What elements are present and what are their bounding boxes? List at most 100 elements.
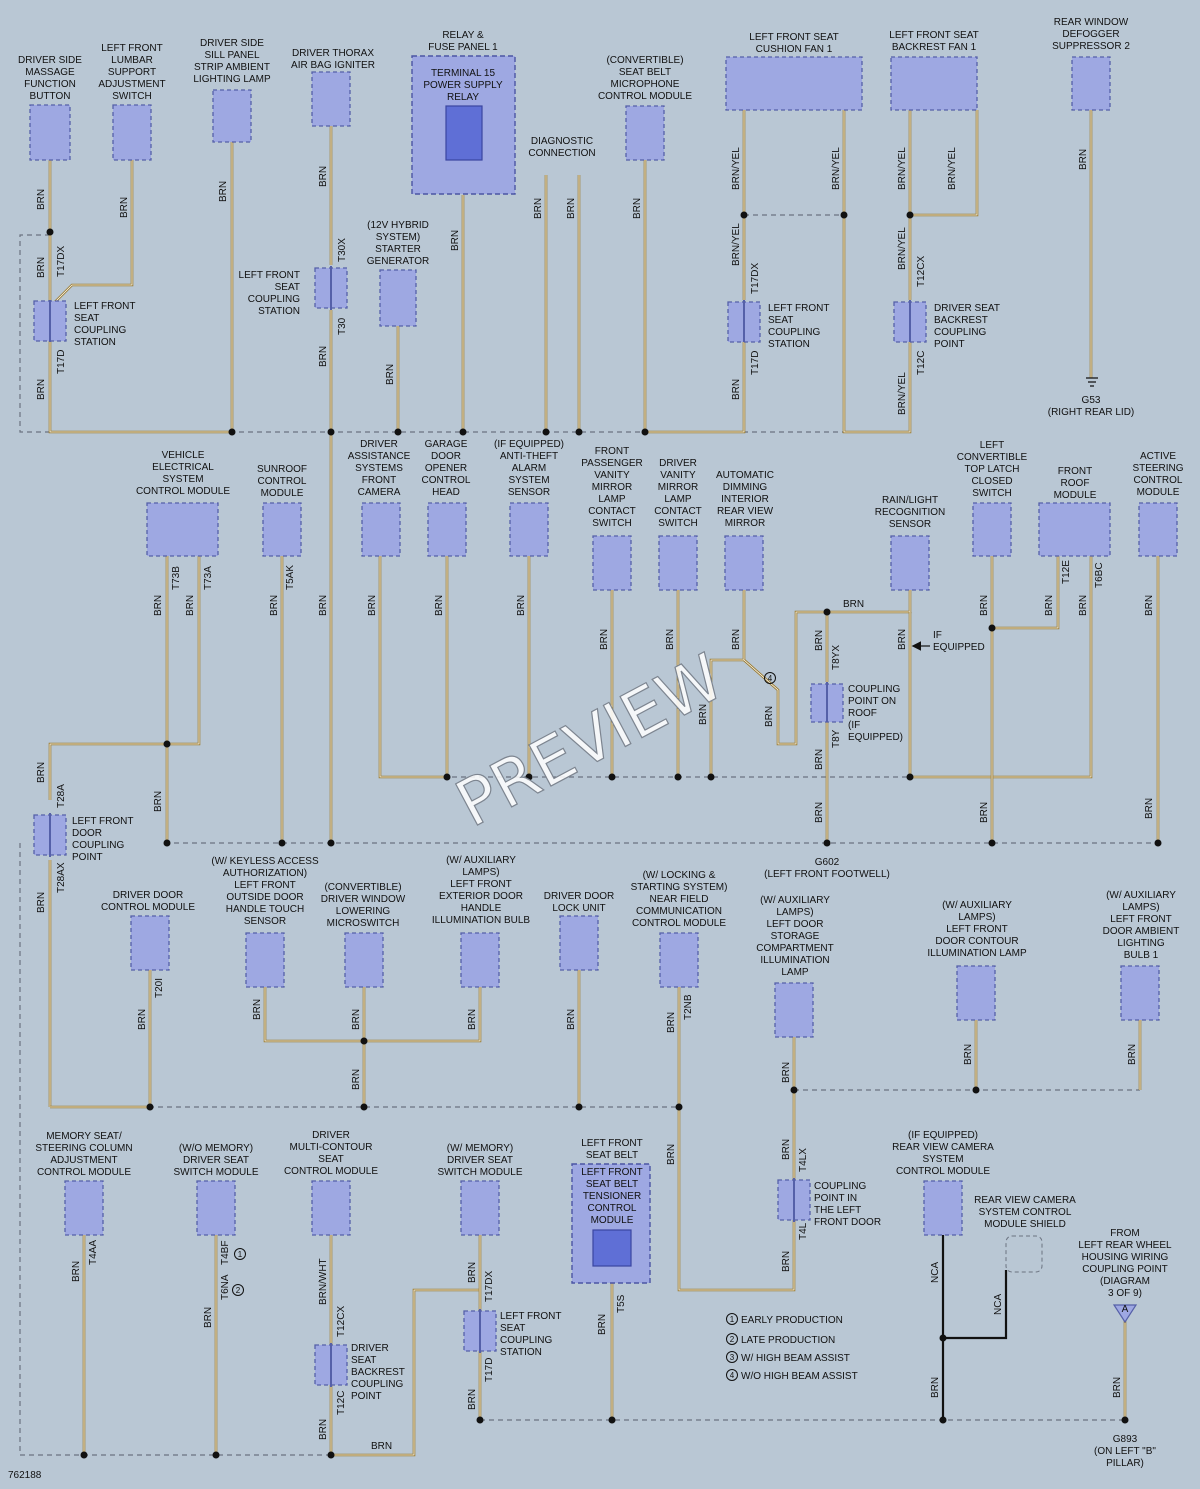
cc: T12CX [336, 1306, 347, 1337]
cc: T5S [616, 1294, 627, 1313]
wl: BRN/YEL [897, 227, 908, 270]
bus-left-bottom [19, 843, 330, 1456]
backrest-fan-box [890, 56, 978, 111]
antitheft-box [509, 502, 549, 557]
wl: BRN [351, 1009, 362, 1030]
preview-watermark: PREVIEW [445, 641, 736, 842]
wl: BRN [1127, 1044, 1138, 1065]
rvc-shield-outline [1005, 1235, 1043, 1273]
label-relay-panel: RELAY &FUSE PANEL 1 [428, 30, 498, 53]
relay-panel-box [411, 55, 516, 195]
cc: T4L [798, 1222, 809, 1240]
connector-codes: T17DX T17D T30X T30 T17DX T17D T12CX T12… [56, 238, 1105, 1415]
vesm-box [146, 502, 219, 557]
wl: BRN [516, 595, 527, 616]
cc: T17DX [750, 263, 761, 294]
sunroof-box [262, 502, 302, 557]
cc: T6BC [1094, 562, 1105, 588]
wl: BRN [367, 595, 378, 616]
massage-button-box [29, 104, 71, 161]
wl: BRN [1144, 595, 1155, 616]
seatbelt-mic-box [625, 105, 665, 161]
tensioner-inner [592, 1229, 632, 1267]
wl: NCA [930, 1262, 941, 1283]
handle-illum-box [460, 932, 500, 988]
wl: BRN [1078, 149, 1089, 170]
thorax-igniter-box [311, 71, 351, 127]
fp-vanity-box [592, 535, 632, 591]
legend-num-3: 3 [730, 1353, 735, 1362]
wl: BRN [318, 595, 329, 616]
marker-2: 2 [236, 1286, 241, 1295]
cushion-fan-box [725, 56, 863, 111]
cc: T12E [1061, 560, 1072, 584]
wires-door [50, 970, 1142, 1292]
wl: BRN [185, 595, 196, 616]
memory-col-box [64, 1180, 104, 1236]
wl: NCA [993, 1294, 1004, 1315]
junction-nodes [46, 211, 1162, 1459]
wl: BRN [781, 1139, 792, 1160]
legend: 1 EARLY PRODUCTION 2 LATE PRODUCTION 3 W… [232, 672, 1129, 1382]
legend-num-4: 4 [730, 1371, 735, 1380]
wl: BRN [467, 1262, 478, 1283]
wl: BRN [566, 1009, 577, 1030]
wl: BRN [764, 706, 775, 727]
wl: BRN [36, 257, 47, 278]
wl: BRN [632, 198, 643, 219]
door-lock-box [559, 915, 599, 971]
cc: T20I [154, 978, 165, 998]
coupling-stations [33, 266, 1138, 1387]
wl: BRN [1078, 595, 1089, 616]
wl: BRN [137, 1009, 148, 1030]
wl: BRN [36, 379, 47, 400]
label-g893: G893(ON LEFT "B"PILLAR) [1094, 1434, 1156, 1469]
wl: BRN [665, 629, 676, 650]
cc: T4AA [88, 1240, 99, 1265]
wires-bottom [82, 1235, 1127, 1457]
wl: BRN [843, 599, 864, 610]
wl: BRN [666, 1012, 677, 1033]
terminal15-relay-inner [445, 105, 483, 161]
lumbar-switch-box [112, 104, 152, 161]
legend-text-1: EARLY PRODUCTION [741, 1315, 843, 1326]
wl: BRN/YEL [897, 372, 908, 415]
wl: BRN/YEL [897, 147, 908, 190]
wl: BRN [218, 181, 229, 202]
wl: BRN [269, 595, 280, 616]
cc: T30 [337, 317, 348, 335]
wl: BRN [731, 379, 742, 400]
wl: BRN/YEL [831, 147, 842, 190]
keyless-box [245, 932, 285, 988]
sill-lamp-box [212, 89, 252, 143]
wl: BRN [351, 1069, 362, 1090]
cc: T4LX [798, 1148, 809, 1172]
garage-box [427, 502, 467, 557]
cc: T8Y [831, 729, 842, 748]
das-camera-box [361, 502, 401, 557]
